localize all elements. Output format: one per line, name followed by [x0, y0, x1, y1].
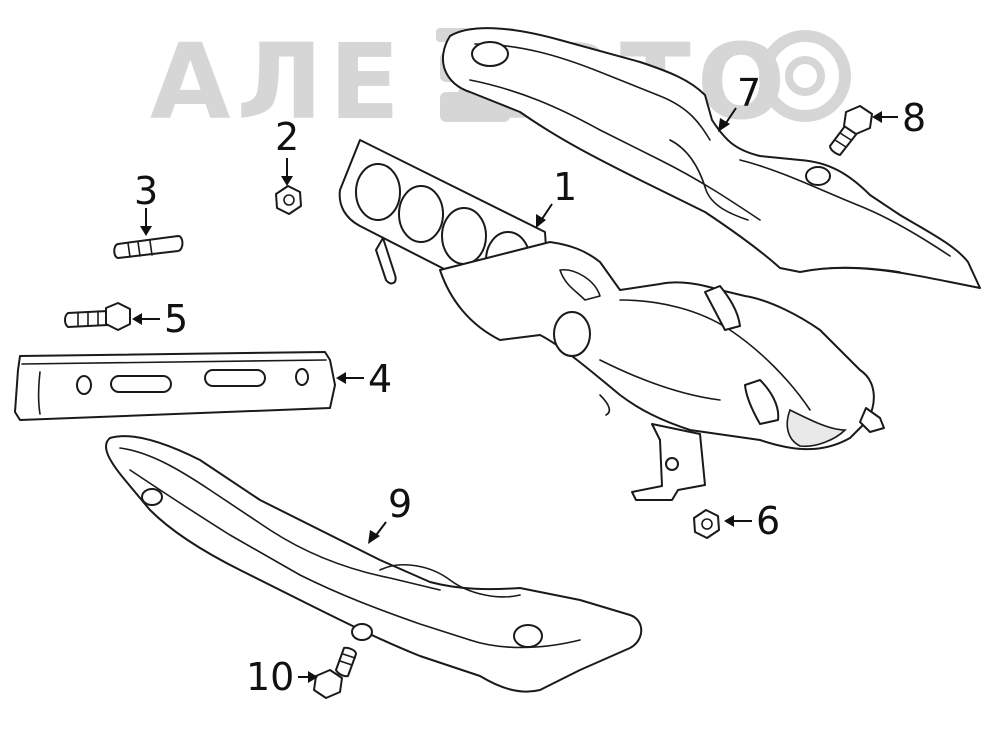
bolt-8: [829, 105, 873, 156]
callout-2: 2: [275, 115, 299, 159]
lower-heat-shield: [105, 435, 643, 693]
callout-labels: 1 2 3 4 5 6 7 8 9 10: [134, 71, 926, 699]
stud-3: [113, 235, 184, 259]
callout-10: 10: [246, 655, 294, 699]
nut-2: [275, 185, 302, 215]
callout-9: 9: [388, 482, 412, 526]
arrowhead-7: [718, 118, 730, 132]
callout-1: 1: [553, 165, 577, 209]
arrowhead-5: [132, 313, 142, 325]
callout-4: 4: [368, 357, 392, 401]
callout-6: 6: [756, 499, 780, 543]
leader-lines: [132, 107, 898, 683]
callout-5: 5: [164, 297, 188, 341]
callout-8: 8: [902, 96, 926, 140]
nut-6: [693, 509, 720, 539]
bolt-10: [313, 646, 357, 699]
arrowhead-1: [536, 214, 546, 228]
arrowhead-6: [724, 515, 734, 527]
arrowhead-9: [368, 530, 380, 544]
arrowhead-10: [308, 671, 318, 683]
callout-3: 3: [134, 169, 158, 213]
arrowhead-8: [872, 111, 882, 123]
watermark-logo-icon: [759, 30, 851, 122]
bracket: [14, 351, 336, 421]
bolt-5: [64, 302, 131, 331]
arrowhead-3: [140, 226, 152, 236]
upper-heat-shield: [441, 27, 981, 289]
callout-7: 7: [737, 71, 761, 115]
exhaust-manifold: [338, 139, 885, 501]
arrowhead-4: [336, 372, 346, 384]
arrowhead-2: [281, 176, 293, 186]
